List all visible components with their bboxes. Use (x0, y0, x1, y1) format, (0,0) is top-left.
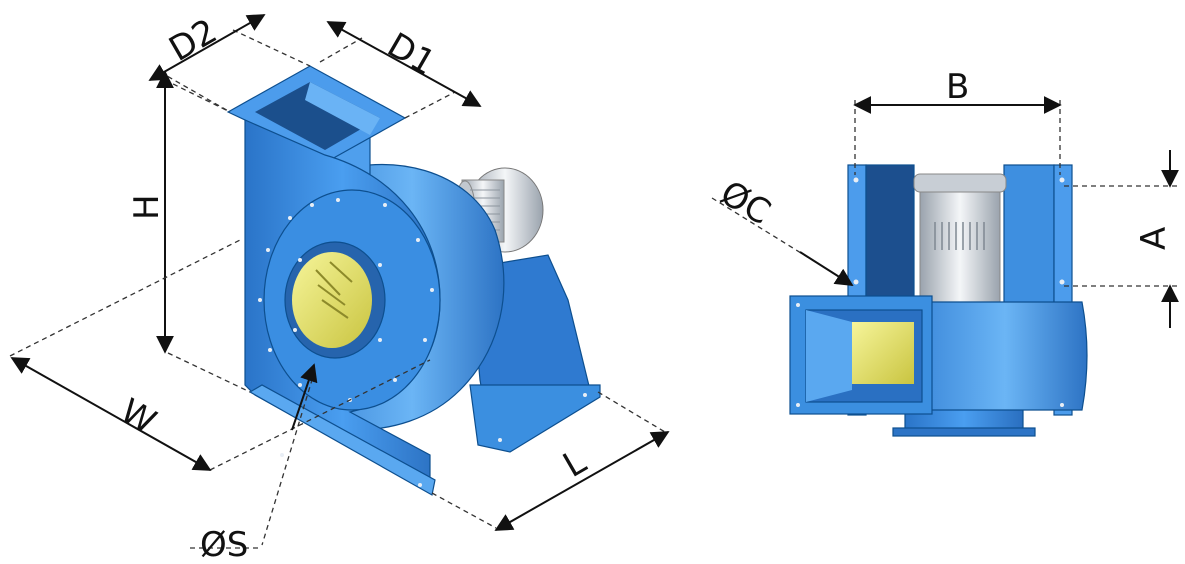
b-label: B (946, 67, 969, 107)
isometric-fan-view (226, 65, 601, 496)
rear-support-foot (469, 384, 601, 453)
side-fan-view (789, 164, 1088, 437)
outlet-opening (255, 82, 380, 150)
left-dimensions (9, 14, 670, 549)
w-label: W (114, 391, 163, 442)
front-foot (248, 384, 436, 496)
c-label: ØC (714, 173, 778, 233)
outlet-inner-wall (305, 82, 380, 135)
housing-drum (904, 301, 1088, 411)
s-label: ØS (200, 525, 248, 564)
impeller-side (852, 322, 914, 384)
impeller-blades (315, 261, 353, 319)
a-label: A (1134, 227, 1174, 250)
inlet-opening (292, 252, 372, 348)
h-label: H (127, 194, 167, 220)
l-label: L (557, 442, 593, 486)
d1-label: D1 (381, 25, 442, 84)
right-dimensions (711, 96, 1179, 328)
motor-side (919, 179, 1001, 306)
d2-label: D2 (163, 11, 224, 70)
